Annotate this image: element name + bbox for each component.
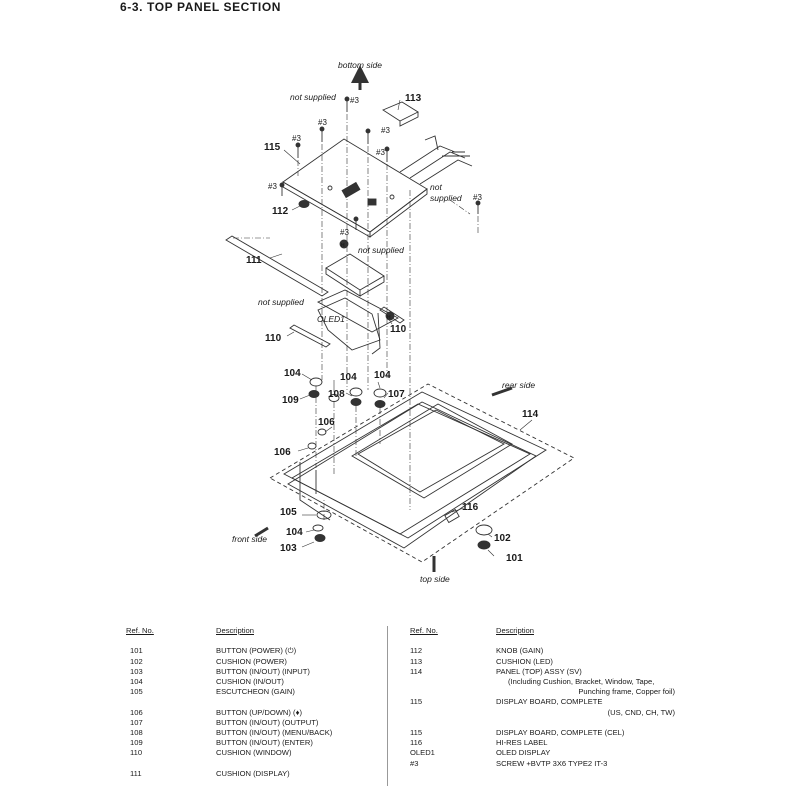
callout-102: 102 (494, 533, 511, 544)
svg-text:rear side: rear side (502, 380, 535, 390)
direction-top-side: top side (420, 556, 450, 584)
screw-label: #3 (268, 182, 277, 191)
callout-104-a: 104 (284, 368, 301, 379)
callout-106-a: 106 (318, 417, 335, 428)
callout-115: 115 (264, 142, 281, 153)
top-panel-part (269, 383, 575, 563)
callout-109: 109 (282, 395, 299, 406)
parts-row-continuation: (Including Cushion, Bracket, Window, Tap… (508, 677, 655, 686)
direction-bottom-side: bottom side (338, 60, 382, 90)
callout-105: 105 (280, 507, 297, 518)
screw-label: #3 (381, 126, 390, 135)
callout-104-c: 104 (374, 370, 391, 381)
desc-header: Description (216, 626, 254, 635)
callout-101: 101 (506, 553, 523, 564)
callout-112: 112 (272, 206, 289, 217)
callout-110-left: 110 (265, 333, 282, 344)
note-not-supplied: not supplied (290, 92, 336, 102)
svg-text:front side: front side (232, 534, 267, 544)
display-cushion-part (225, 235, 329, 297)
screw-label: #3 (318, 118, 327, 127)
led-cushion-part (382, 101, 419, 127)
direction-front-side: front side (232, 526, 269, 544)
callout-114: 114 (522, 409, 539, 420)
parts-row-continuation: Punching frame, Copper foil) (578, 687, 675, 697)
callout-111: 111 (246, 255, 262, 266)
section-title: 6-3. TOP PANEL SECTION (120, 0, 282, 14)
callout-110-right: 110 (390, 324, 407, 335)
ref-header: Ref. No. (126, 626, 154, 635)
callout-113: 113 (405, 93, 422, 104)
buttons-group (298, 200, 493, 550)
svg-text:bottom side: bottom side (338, 60, 382, 70)
desc-header: Description (496, 626, 534, 635)
screw-label: #3 (376, 148, 385, 157)
note-not-supplied: not (430, 182, 442, 192)
note-not-supplied: supplied (430, 193, 462, 203)
assembly-guide-lines (233, 114, 479, 520)
marker-h: H (341, 243, 345, 249)
oled-label: OLED1 (317, 314, 345, 324)
screw-label: #3 (292, 134, 301, 143)
svg-text:top side: top side (420, 574, 450, 584)
parts-row-continuation: (US, CND, CH, TW) (607, 707, 675, 717)
oled-bracket-part (316, 253, 399, 355)
callout-104-d: 104 (286, 527, 303, 538)
screw-label: #3 (350, 96, 359, 105)
callout-103: 103 (280, 543, 297, 554)
callout-116: 116 (462, 502, 479, 513)
leader-lines (269, 99, 533, 557)
callout-104-b: 104 (340, 372, 357, 383)
direction-rear-side: rear side (491, 380, 535, 397)
callout-107: 107 (388, 389, 405, 400)
marker-h: H (387, 315, 391, 321)
screws-group (279, 96, 481, 230)
exploded-view-diagram: bottom side rear side front side top sid… (225, 60, 575, 584)
screw-label: #3 (340, 228, 349, 237)
callout-106-b: 106 (274, 447, 291, 458)
screw-label: #3 (473, 193, 482, 202)
ref-header: Ref. No. (410, 626, 438, 635)
note-not-supplied: not supplied (258, 297, 304, 307)
note-not-supplied: not supplied (358, 245, 404, 255)
callout-108: 108 (328, 389, 345, 400)
column-divider (387, 626, 388, 786)
